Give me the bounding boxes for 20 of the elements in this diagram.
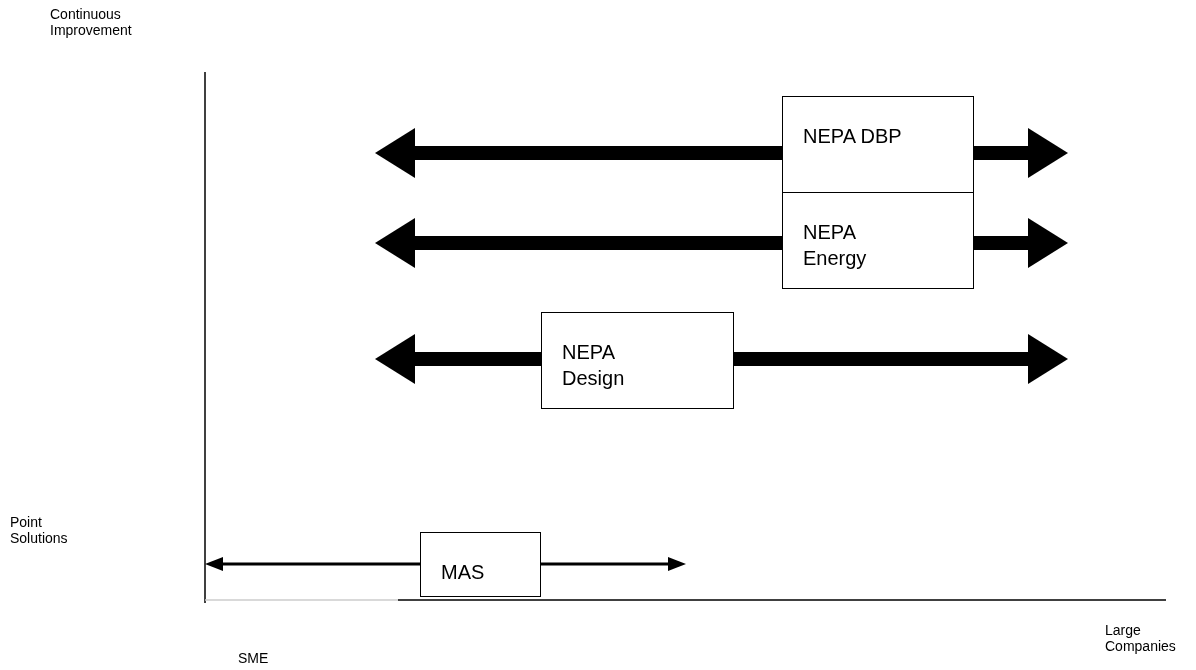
arrow xyxy=(375,128,782,178)
arrow xyxy=(375,218,782,268)
product-box xyxy=(782,192,974,289)
axis-label: Large Companies xyxy=(1105,622,1177,654)
arrow xyxy=(974,128,1068,178)
arrow xyxy=(541,557,686,571)
product-box xyxy=(420,532,541,597)
arrow xyxy=(375,334,541,384)
arrow xyxy=(974,218,1068,268)
axis-label: Point Solutions xyxy=(10,514,69,546)
axis-label: Continuous Improvement xyxy=(50,6,133,38)
box-label: NEPA Design xyxy=(562,340,626,391)
axis-label: SME xyxy=(238,650,270,666)
product-box xyxy=(541,312,734,409)
box-label: NEPA DBP xyxy=(803,124,903,149)
arrow xyxy=(734,334,1068,384)
arrow xyxy=(205,557,420,571)
box-label: NEPA Energy xyxy=(803,220,868,271)
product-box xyxy=(782,96,974,193)
box-label: MAS xyxy=(441,560,486,585)
